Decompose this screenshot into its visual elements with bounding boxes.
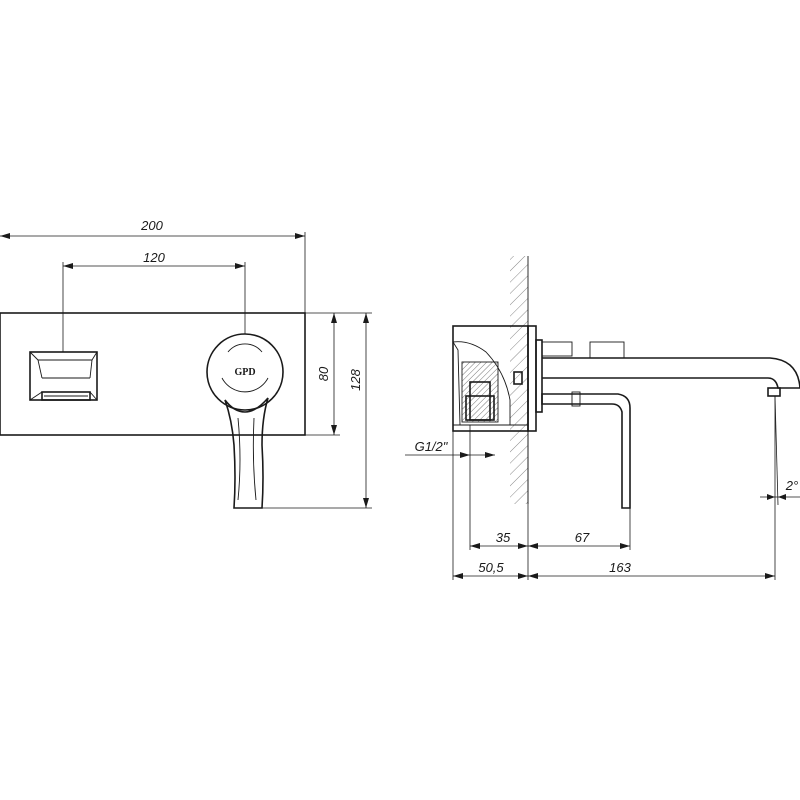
side-cover-plate bbox=[535, 339, 543, 413]
side-lever bbox=[541, 393, 631, 509]
dim-35-label: 35 bbox=[496, 530, 511, 545]
front-wall-plate bbox=[0, 312, 306, 436]
dim-thread-label: G1/2" bbox=[415, 439, 449, 454]
dim-67-label: 67 bbox=[575, 530, 590, 545]
dim-35-67: 35 67 bbox=[470, 431, 631, 580]
dim-128: 128 bbox=[262, 312, 372, 509]
side-spout bbox=[542, 357, 800, 389]
dim-80: 80 bbox=[305, 312, 340, 436]
dim-120: 120 bbox=[62, 250, 246, 352]
dim-thread: G1/2" bbox=[405, 425, 495, 580]
dim-angle: 2° bbox=[760, 395, 800, 506]
logo-text: GPD bbox=[234, 367, 255, 378]
dim-200: 200 bbox=[0, 218, 306, 313]
dim-200-label: 200 bbox=[140, 218, 163, 233]
side-cartridge-section bbox=[461, 361, 499, 423]
front-handle-lever bbox=[224, 397, 269, 509]
front-view: GPD 200 120 80 bbox=[0, 218, 372, 509]
side-view: G1/2" 35 67 50,5 163 bbox=[405, 256, 800, 580]
dim-163-label: 163 bbox=[609, 560, 631, 575]
dim-120-label: 120 bbox=[143, 250, 165, 265]
dim-505-163: 50,5 163 bbox=[453, 396, 776, 580]
dim-505-label: 50,5 bbox=[478, 560, 504, 575]
front-handle: GPD bbox=[206, 333, 284, 509]
side-wall-hatch bbox=[510, 256, 528, 504]
dim-80-label: 80 bbox=[316, 366, 331, 381]
front-spout-outlet bbox=[29, 351, 98, 401]
dim-angle-label: 2° bbox=[785, 478, 798, 493]
dim-128-label: 128 bbox=[348, 368, 363, 390]
